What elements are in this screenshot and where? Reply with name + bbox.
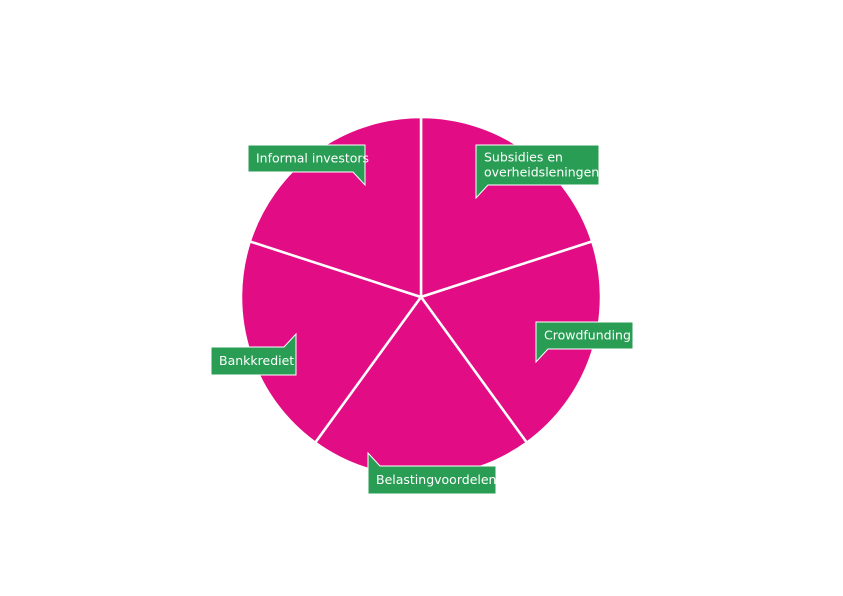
callout-label-2: Crowdfunding [544,328,631,343]
callout-5: Informal investors [247,144,369,187]
callout-3: Belastingvoordelen [367,451,497,495]
callout-box-5 [247,144,366,187]
callout-box-4 [210,332,297,376]
callout-box-1 [475,144,600,200]
callout-label-4: Bankkrediet [219,353,294,368]
callout-box-3 [367,451,497,495]
callout-label-1-line-2: overheidsleningen [484,165,599,180]
segment-2 [418,239,603,445]
segments-layer [239,115,603,479]
callout-label-1-line-1: Subsidies en [484,150,563,165]
callout-4: Bankkrediet [210,332,297,376]
callout-label-5: Informal investors [256,151,369,166]
callouts-layer: Subsidies enoverheidsleningenCrowdfundin… [210,144,634,495]
callout-box-2 [535,321,634,364]
callout-2: Crowdfunding [535,321,634,364]
callout-label-3: Belastingvoordelen [376,472,496,487]
